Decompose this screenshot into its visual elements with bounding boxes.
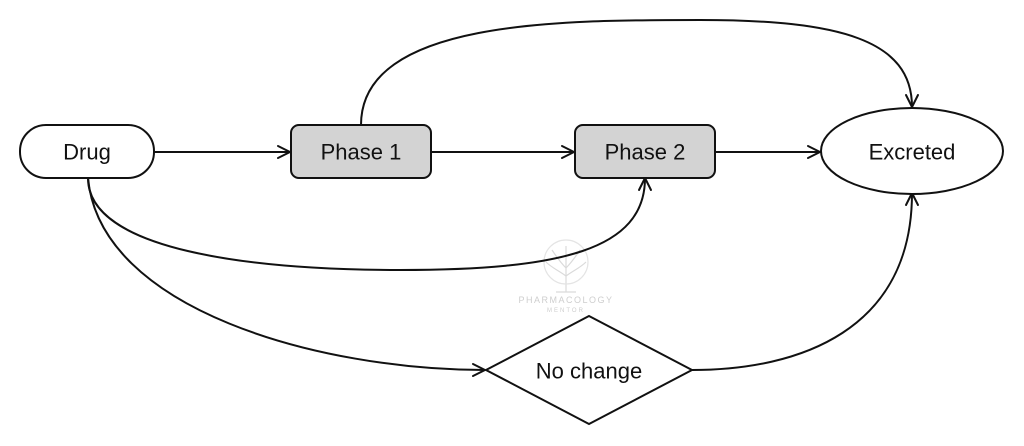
node-no-change-label: No change — [536, 359, 642, 384]
edge-drug-to-nochange — [87, 177, 486, 371]
node-drug-shape — [19, 124, 155, 179]
node-phase1-label: Phase 1 — [321, 140, 402, 165]
edge-drug-to-phase2 — [87, 177, 646, 272]
node-phase1: Phase 1 — [290, 124, 432, 179]
node-no-change-shape — [483, 314, 695, 426]
node-drug: Drug — [19, 124, 155, 179]
edge-nochange-to-excreted — [691, 192, 913, 371]
watermark: PHARMACOLOGY MENTOR — [518, 239, 613, 314]
node-phase2-label: Phase 2 — [605, 140, 686, 165]
edge-phase1-to-excreted — [360, 18, 913, 126]
node-phase1-shape — [290, 124, 432, 179]
arrowhead-excreted-left — [807, 145, 821, 159]
watermark-line1: PHARMACOLOGY — [518, 295, 613, 305]
node-drug-label: Drug — [63, 140, 111, 165]
node-excreted-shape — [820, 107, 1004, 195]
watermark-line2: MENTOR — [547, 308, 585, 314]
edges — [87, 18, 919, 377]
node-phase2-shape — [574, 124, 716, 179]
node-excreted: Excreted — [820, 107, 1004, 195]
watermark-tree-logo — [543, 239, 589, 293]
node-no-change: No change — [483, 314, 695, 426]
node-excreted-label: Excreted — [869, 140, 956, 165]
node-phase2: Phase 2 — [574, 124, 716, 179]
